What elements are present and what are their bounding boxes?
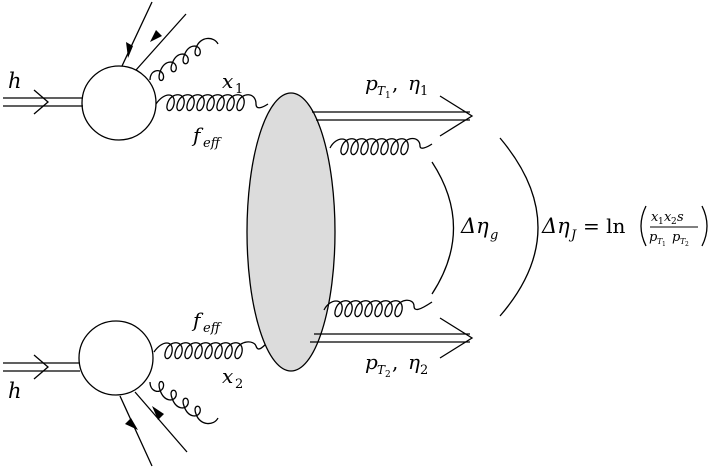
svg-text:p: p — [649, 230, 658, 245]
bottom-radiated-gluon — [149, 380, 219, 425]
bottom-quark-arrow2-icon — [152, 406, 164, 420]
top-incoming-quark-line — [121, 1, 153, 67]
svg-text:η: η — [408, 71, 420, 95]
gluon-lower-final — [323, 299, 433, 318]
delta-eta-j-arc — [499, 137, 539, 317]
svg-text:1: 1 — [420, 84, 428, 99]
left-paren — [640, 205, 647, 247]
gluon-upper-final — [329, 137, 433, 156]
svg-text:1: 1 — [658, 217, 664, 227]
svg-text:T: T — [680, 237, 686, 246]
svg-text:2: 2 — [685, 241, 689, 248]
svg-text:1: 1 — [385, 91, 391, 101]
svg-text:1: 1 — [662, 241, 666, 248]
label-f-eff-top: f eff — [191, 123, 223, 151]
svg-text:2: 2 — [420, 363, 428, 378]
svg-text:s: s — [677, 210, 684, 225]
svg-text:,: , — [392, 350, 398, 374]
label-delta-eta-g: Δη g — [460, 214, 498, 243]
hadron-bottom-blob — [78, 320, 154, 396]
svg-text:T: T — [377, 84, 386, 98]
top-quark-arrow2-icon — [150, 30, 162, 42]
top-outgoing-quark-line — [135, 13, 187, 71]
label-jet1: p T 1 , η 1 — [365, 71, 428, 101]
svg-text:p: p — [365, 350, 378, 374]
svg-text:x: x — [651, 210, 659, 225]
svg-text:eff: eff — [203, 321, 223, 336]
svg-text:g: g — [490, 228, 498, 243]
svg-text:x: x — [664, 210, 672, 225]
svg-text:x: x — [222, 69, 233, 93]
svg-text:p: p — [672, 230, 681, 245]
top-radiated-gluon — [149, 37, 219, 82]
label-x2: x 2 — [222, 364, 243, 392]
bottom-outgoing-quark-line — [134, 391, 188, 453]
svg-text:eff: eff — [203, 136, 223, 151]
bottom-incoming-quark-line — [119, 395, 153, 467]
label-x1: x 1 — [222, 69, 243, 97]
delta-eta-g-arc — [431, 161, 455, 295]
central-scattering-blob — [246, 92, 336, 372]
bottom-quark-arrow-icon — [125, 418, 138, 430]
svg-text:Δη: Δη — [541, 214, 570, 238]
jet-2-double-arrow — [310, 317, 474, 359]
svg-text:Δη: Δη — [460, 214, 489, 238]
svg-text:2: 2 — [385, 370, 391, 380]
svg-text:2: 2 — [235, 377, 243, 392]
svg-text:p: p — [365, 71, 378, 95]
svg-text:T: T — [377, 363, 386, 377]
label-jet2: p T 2 , η 2 — [365, 350, 428, 380]
svg-text:2: 2 — [671, 217, 677, 227]
label-f-eff-bottom: f eff — [191, 308, 223, 336]
svg-text:= ln: = ln — [583, 214, 626, 238]
jet-1-double-arrow — [312, 95, 474, 137]
svg-text:T: T — [657, 237, 663, 246]
svg-text:,: , — [392, 71, 398, 95]
gluon-x2 — [153, 341, 269, 360]
gluon-x1 — [155, 94, 269, 112]
label-h-bottom: h — [8, 379, 22, 403]
svg-text:η: η — [408, 350, 420, 374]
hadron-bottom-beam — [3, 354, 80, 380]
svg-text:J: J — [568, 228, 577, 243]
hadron-top-beam — [3, 89, 83, 115]
label-h-top: h — [8, 69, 22, 93]
top-quark-arrow-icon — [126, 42, 133, 58]
label-delta-eta-j-formula: Δη J = ln x 1 x 2 s p T 1 p T 2 — [541, 205, 708, 248]
right-paren — [701, 205, 708, 247]
hadron-top-blob — [81, 65, 157, 141]
svg-text:1: 1 — [235, 82, 243, 97]
svg-text:x: x — [222, 364, 233, 388]
